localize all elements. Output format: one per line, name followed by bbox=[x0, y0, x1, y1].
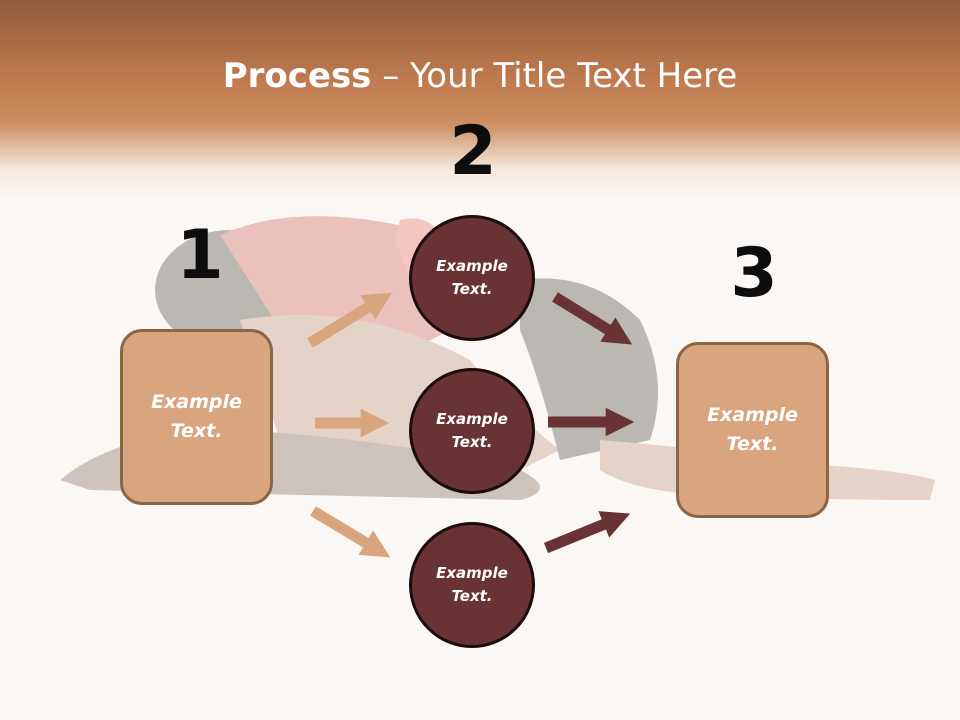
arrow-to-circle-1 bbox=[307, 292, 393, 348]
slide-title: Process – Your Title Text Here bbox=[0, 54, 960, 98]
circle-1-text: Example Text. bbox=[436, 257, 508, 298]
arrow-from-circle-1 bbox=[552, 292, 633, 345]
left-box: Example Text. bbox=[120, 329, 273, 505]
title-bold: Process bbox=[222, 56, 372, 96]
circle-3: Example Text. bbox=[409, 522, 535, 648]
arrow-from-circle-3 bbox=[543, 511, 631, 554]
circle-2: Example Text. bbox=[409, 368, 535, 494]
step-number-2: 2 bbox=[449, 112, 497, 191]
step-number-1: 1 bbox=[176, 216, 224, 295]
title-rest: – Your Title Text Here bbox=[371, 56, 738, 96]
right-box: Example Text. bbox=[676, 342, 829, 518]
circle-2-text: Example Text. bbox=[436, 410, 508, 451]
right-box-text: Example Text. bbox=[707, 404, 798, 455]
circle-1: Example Text. bbox=[409, 215, 535, 341]
header-band bbox=[0, 0, 960, 200]
arrow-to-circle-3 bbox=[310, 506, 391, 558]
circle-3-text: Example Text. bbox=[436, 564, 508, 605]
step-number-3: 3 bbox=[730, 234, 778, 313]
left-box-text: Example Text. bbox=[151, 391, 242, 442]
